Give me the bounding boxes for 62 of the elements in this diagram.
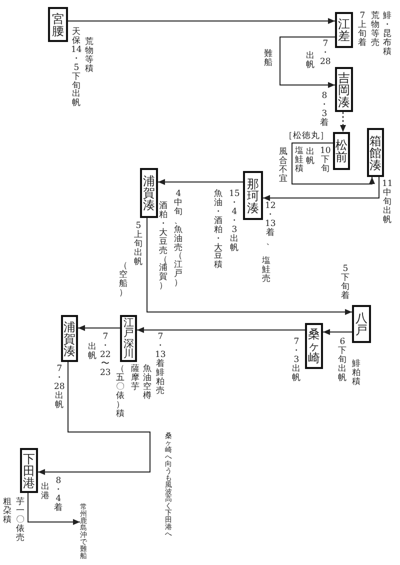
port-box: 宮腰 bbox=[48, 7, 68, 42]
note-text: 鯡粕積 bbox=[352, 360, 361, 387]
note-text: 5下旬着 bbox=[341, 265, 350, 301]
note-text: 芋一〇俵売 bbox=[16, 498, 25, 543]
note-text: （五〇俵）積 bbox=[116, 365, 125, 419]
note-text: 天保14・5下旬出帆 bbox=[71, 28, 82, 108]
note-text: 鯡・昆布積 bbox=[383, 12, 392, 57]
note-text: 出帆 bbox=[306, 52, 315, 70]
arrow bbox=[146, 218, 352, 315]
dotted-arrow bbox=[340, 112, 346, 132]
note-text: 魚油・酒粕・大豆積 bbox=[214, 190, 223, 270]
note-text: （空船） bbox=[119, 262, 128, 298]
ship-name: ［松徳丸］ bbox=[284, 130, 329, 142]
note-text: 4中旬、魚油売（江戸） bbox=[174, 190, 183, 288]
note-text: 8・3着 bbox=[320, 92, 329, 128]
note-text: 7・28 bbox=[320, 40, 331, 67]
arrow bbox=[280, 36, 336, 88]
port-box: 江戸深川 bbox=[120, 315, 137, 362]
arrow bbox=[78, 325, 120, 331]
note-text: 15・4・3出帆 bbox=[229, 190, 240, 252]
edge-label: 風合不宜 bbox=[279, 148, 288, 184]
port-box: 浦賀湊 bbox=[140, 168, 158, 218]
note-text: 魚油空樽 bbox=[143, 365, 152, 401]
port-box: 浦賀湊 bbox=[61, 315, 78, 362]
port-box: 江差 bbox=[335, 12, 353, 48]
port-box: 桑ヶ崎 bbox=[305, 323, 323, 369]
note-text: 6下旬出帆 bbox=[338, 338, 347, 383]
note-text: 11中旬出帆 bbox=[382, 180, 393, 225]
note-text: 粗朶積 bbox=[3, 498, 12, 525]
arrow bbox=[262, 176, 380, 201]
arrow bbox=[322, 329, 352, 335]
note-text: 7・22〜23 bbox=[100, 333, 111, 378]
edge-label: 難船 bbox=[264, 50, 273, 68]
port-box: 吉岡湊 bbox=[335, 67, 353, 112]
note-text: 10下旬 bbox=[320, 147, 331, 174]
arrow bbox=[158, 179, 244, 185]
port-box: 八戸 bbox=[352, 305, 371, 343]
note-text: 塩鮭売 bbox=[262, 257, 271, 284]
note-text: 出港 bbox=[41, 483, 50, 501]
port-box: 松前 bbox=[333, 132, 350, 170]
note-text: 酒粕・大豆売（浦賀） bbox=[159, 202, 168, 292]
note-text: 12・13着、 bbox=[265, 202, 276, 247]
note-text: 薩摩芋 bbox=[131, 365, 140, 392]
note-text: 7上旬着 bbox=[358, 12, 367, 48]
arrow bbox=[38, 362, 150, 475]
arrow bbox=[28, 492, 80, 525]
note-text: 出帆 bbox=[306, 148, 315, 166]
port-box: 下田港 bbox=[20, 448, 38, 493]
note-text: 5上旬出帆 bbox=[134, 222, 143, 267]
note-text: 出帆 bbox=[88, 343, 97, 361]
note-text: 7・13着鯡粕売 bbox=[155, 333, 166, 396]
arrow bbox=[136, 327, 306, 333]
note-text: 8・4着 bbox=[54, 477, 63, 513]
note-text: 荒物等売 bbox=[371, 12, 380, 48]
note-text: 塩鮭積 bbox=[295, 147, 304, 174]
port-box: 那珂湊 bbox=[243, 171, 263, 220]
note-text: 荒物等積 bbox=[85, 38, 94, 74]
arrow bbox=[68, 18, 336, 24]
arrow bbox=[292, 142, 375, 184]
note-text: 7・3出帆 bbox=[292, 338, 301, 383]
port-box: 箱館湊 bbox=[367, 128, 384, 177]
note-text: 7・28出帆 bbox=[54, 365, 65, 410]
